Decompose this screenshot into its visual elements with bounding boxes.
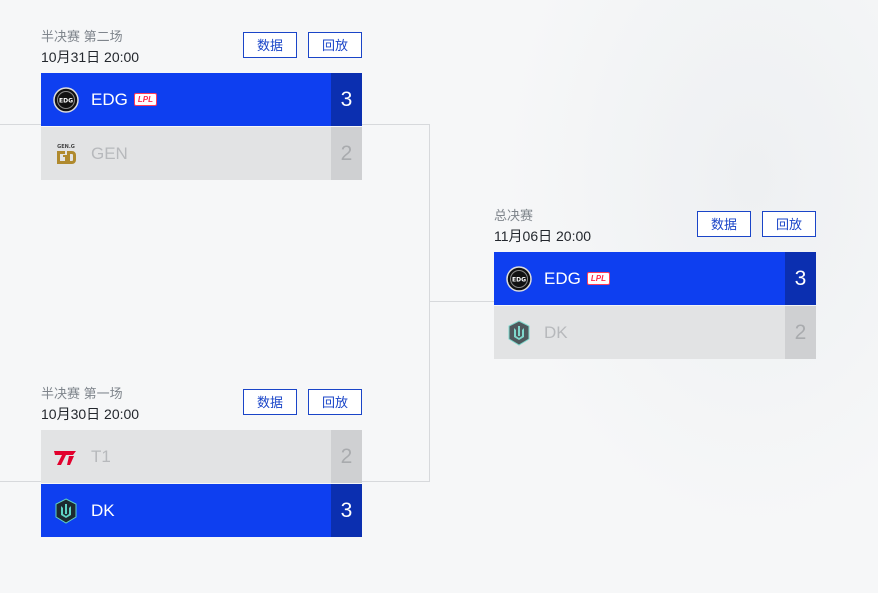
t1-logo-icon bbox=[51, 442, 81, 472]
bracket-line-to-final bbox=[429, 301, 494, 302]
gen-logo-icon: GEN.G bbox=[51, 139, 81, 169]
match-final: 总决赛 11月06日 20:00 数据 回放 EDG EDG LPL 3 DK … bbox=[494, 205, 816, 359]
team-row-winner[interactable]: DK 3 bbox=[41, 484, 362, 537]
match-round-label: 总决赛 bbox=[494, 208, 534, 223]
team-score: 2 bbox=[331, 430, 362, 483]
team-score: 2 bbox=[331, 127, 362, 180]
data-button[interactable]: 数据 bbox=[243, 32, 297, 58]
team-name: EDG bbox=[91, 89, 128, 109]
team-name: DK bbox=[544, 322, 568, 342]
team-row-winner[interactable]: EDG EDG LPL 3 bbox=[41, 73, 362, 126]
match-time: 11月06日 20:00 bbox=[494, 228, 592, 244]
match-round-label: 半决赛 第一场 bbox=[41, 386, 123, 401]
team-row-loser[interactable]: GEN.G GEN 2 bbox=[41, 127, 362, 180]
team-row-winner[interactable]: EDG EDG LPL 3 bbox=[494, 252, 816, 305]
match-semifinal-2: 半决赛 第二场 10月31日 20:00 数据 回放 EDG EDG LPL 3… bbox=[41, 26, 362, 180]
svg-text:EDG: EDG bbox=[59, 97, 73, 104]
replay-button[interactable]: 回放 bbox=[308, 32, 362, 58]
data-button[interactable]: 数据 bbox=[243, 389, 297, 415]
team-name: T1 bbox=[91, 446, 111, 466]
svg-text:EDG: EDG bbox=[512, 276, 526, 283]
team-name: EDG bbox=[544, 268, 581, 288]
svg-text:GEN.G: GEN.G bbox=[57, 144, 75, 150]
match-round-label: 半决赛 第二场 bbox=[41, 29, 123, 44]
team-row-loser[interactable]: T1 2 bbox=[41, 430, 362, 483]
team-name: DK bbox=[91, 500, 115, 520]
dk-logo-icon bbox=[504, 318, 534, 348]
team-name: GEN bbox=[91, 143, 128, 163]
match-time: 10月31日 20:00 bbox=[41, 49, 140, 65]
match-time: 10月30日 20:00 bbox=[41, 406, 140, 422]
team-score: 3 bbox=[331, 73, 362, 126]
team-score: 2 bbox=[785, 306, 816, 359]
team-score: 3 bbox=[785, 252, 816, 305]
edg-logo-icon: EDG bbox=[504, 264, 534, 294]
replay-button[interactable]: 回放 bbox=[762, 211, 816, 237]
team-row-loser[interactable]: DK 2 bbox=[494, 306, 816, 359]
dk-logo-icon bbox=[51, 496, 81, 526]
data-button[interactable]: 数据 bbox=[697, 211, 751, 237]
lpl-badge: LPL bbox=[133, 93, 157, 106]
match-semifinal-1: 半决赛 第一场 10月30日 20:00 数据 回放 T1 2 DK 3 bbox=[41, 383, 362, 537]
lpl-badge: LPL bbox=[586, 272, 610, 285]
replay-button[interactable]: 回放 bbox=[308, 389, 362, 415]
bracket-line-vertical bbox=[429, 124, 430, 482]
team-score: 3 bbox=[331, 484, 362, 537]
edg-logo-icon: EDG bbox=[51, 85, 81, 115]
